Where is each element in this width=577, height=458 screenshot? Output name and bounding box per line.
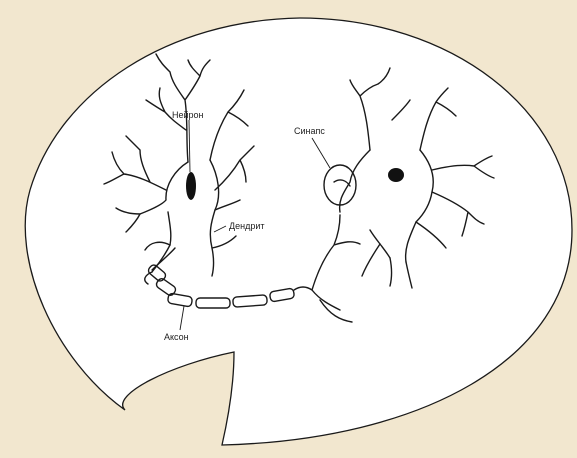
neuron-label: Нейрон (172, 110, 204, 120)
left-neuron-nucleus (186, 172, 196, 200)
speech-bubble-frame (25, 18, 572, 445)
dendrite-label: Дендрит (229, 221, 264, 231)
synapse-label: Синапс (294, 126, 325, 136)
right-neuron-nucleus (388, 168, 404, 182)
axon-label: Аксон (164, 332, 189, 342)
